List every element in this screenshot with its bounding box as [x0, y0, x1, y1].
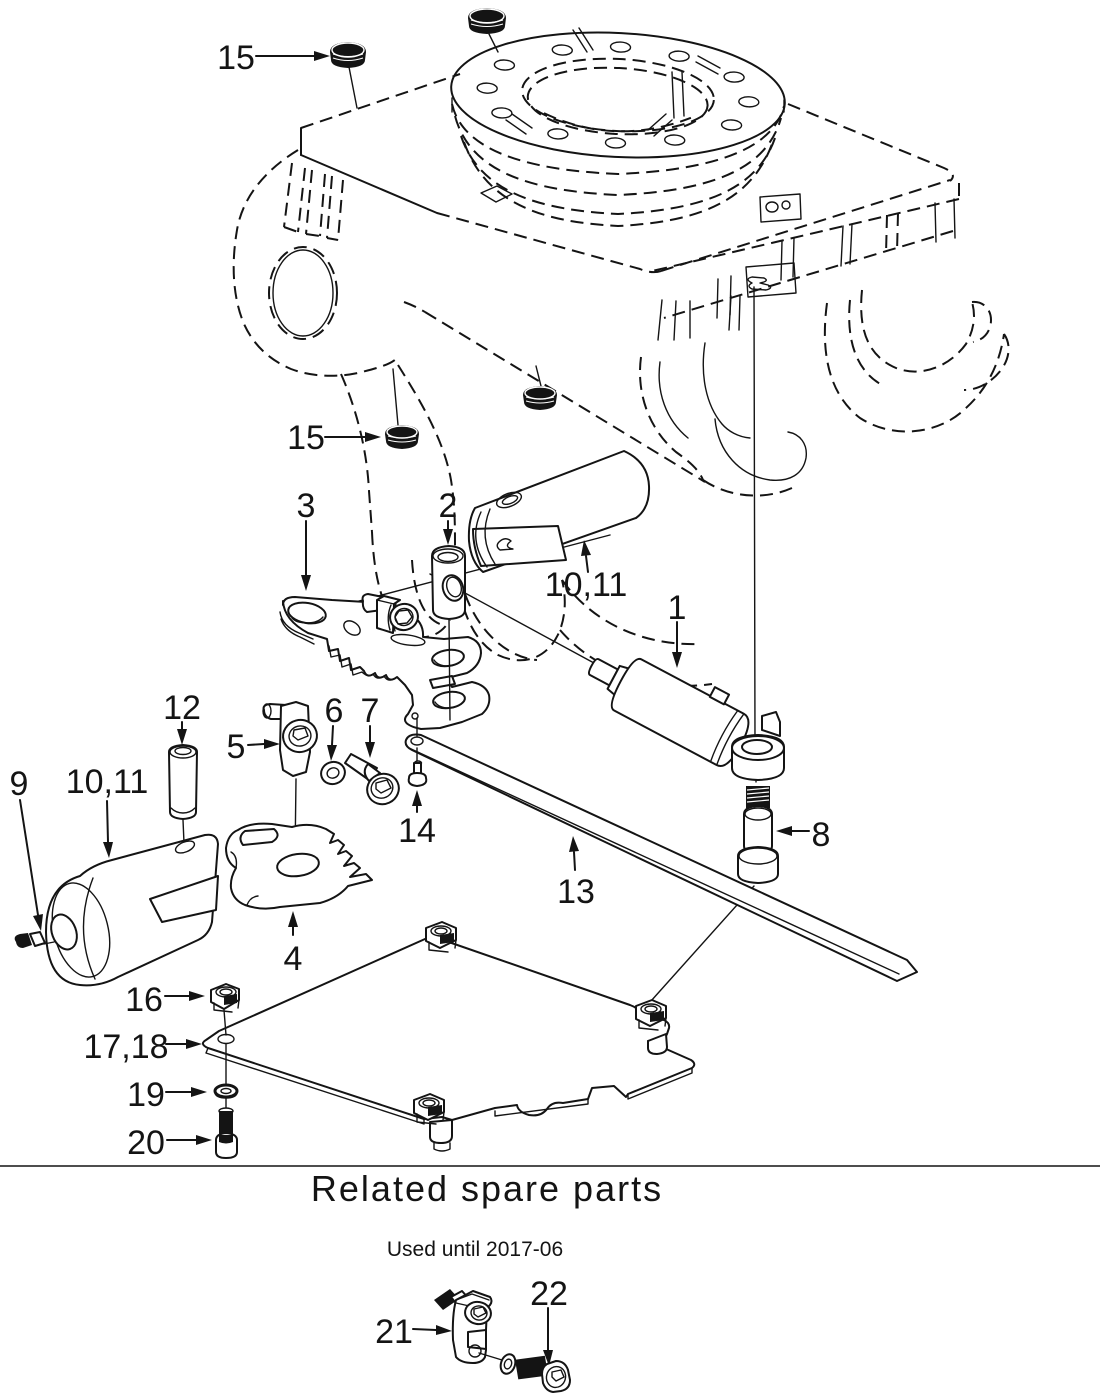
- svg-text:21: 21: [375, 1313, 413, 1351]
- svg-text:15: 15: [217, 39, 255, 77]
- svg-text:17,18: 17,18: [83, 1028, 168, 1066]
- svg-text:3: 3: [297, 487, 316, 525]
- svg-text:5: 5: [227, 728, 246, 766]
- svg-text:10,11: 10,11: [545, 566, 628, 604]
- svg-text:22: 22: [530, 1275, 568, 1313]
- svg-text:2: 2: [439, 487, 458, 525]
- svg-text:7: 7: [361, 692, 380, 730]
- svg-text:20: 20: [127, 1124, 165, 1162]
- svg-text:6: 6: [325, 692, 344, 730]
- svg-text:9: 9: [10, 765, 29, 803]
- svg-text:Used until 2017-06: Used until 2017-06: [387, 1238, 563, 1261]
- svg-text:8: 8: [812, 816, 831, 854]
- svg-text:4: 4: [284, 940, 303, 978]
- svg-text:10,11: 10,11: [66, 763, 149, 801]
- svg-text:19: 19: [127, 1076, 165, 1114]
- svg-text:12: 12: [163, 689, 201, 727]
- svg-text:Related spare parts: Related spare parts: [311, 1168, 663, 1209]
- svg-text:15: 15: [287, 419, 325, 457]
- svg-text:13: 13: [557, 873, 595, 911]
- svg-text:16: 16: [125, 981, 163, 1019]
- svg-text:14: 14: [398, 812, 436, 850]
- svg-text:1: 1: [668, 589, 687, 627]
